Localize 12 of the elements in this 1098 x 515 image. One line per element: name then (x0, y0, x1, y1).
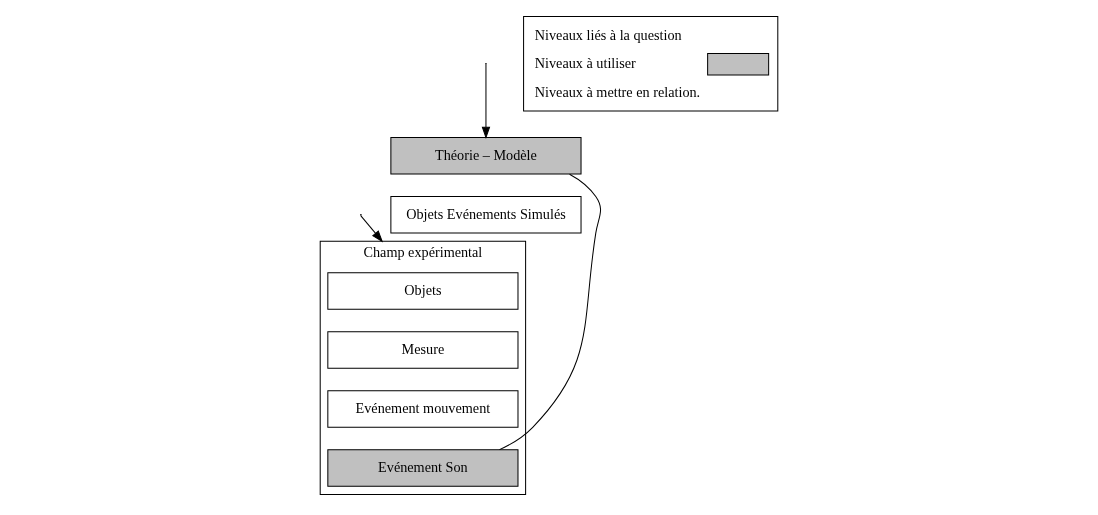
legend-label: Niveaux à utiliser (534, 55, 636, 72)
connector (499, 173, 602, 451)
node-box: Théorie – Modèle (390, 137, 582, 175)
arrow (481, 64, 491, 140)
node-box: Evénement mouvement (327, 390, 519, 428)
node-box: Evénement Son (327, 449, 519, 487)
legend-label: Niveaux à mettre en relation. (534, 83, 701, 100)
arrow (360, 215, 384, 243)
node-box: Mesure (327, 331, 519, 369)
node-box: Objets Evénements Simulés (390, 196, 582, 234)
node-box: Objets (327, 272, 519, 310)
legend-label: Niveaux liés à la question (534, 26, 682, 43)
